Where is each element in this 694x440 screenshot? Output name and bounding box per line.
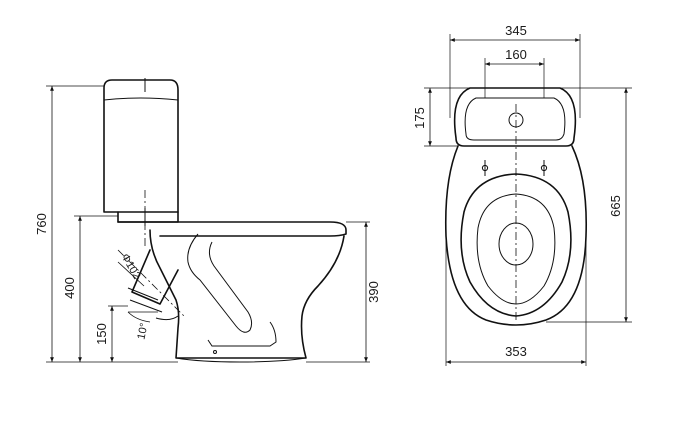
- cistern-tank: [103, 79, 179, 213]
- top-view: 345 160 175 665 353: [412, 23, 632, 366]
- dim-outlet-height: 150: [94, 323, 109, 345]
- dim-tank-depth: 175: [412, 107, 427, 129]
- dim-outlet-angle: 10°: [135, 322, 150, 341]
- seat-rim: [117, 221, 347, 237]
- bowl-top-outer: [444, 145, 588, 326]
- bowl-body: [149, 229, 345, 359]
- dim-total-height: 760: [34, 213, 49, 235]
- trap-channel: [187, 233, 253, 333]
- dim-outlet-diameter: Φ102: [119, 252, 143, 282]
- tank-coupling: [117, 211, 179, 223]
- tank-top-outline: [453, 87, 577, 147]
- cistern-lid-line: [103, 97, 179, 101]
- dim-bowl-height: 400: [62, 277, 77, 299]
- side-view: 760 400 150 Φ102 10° 390: [34, 78, 381, 363]
- dim-overall-length: 665: [608, 195, 623, 217]
- dim-mount-spacing: 160: [505, 47, 527, 62]
- dim-bowl-width: 353: [505, 344, 527, 359]
- bowl-foot: [175, 357, 307, 363]
- dim-rim-height: 390: [366, 281, 381, 303]
- outlet-pipe: [131, 249, 179, 305]
- dim-overall-width: 345: [505, 23, 527, 38]
- tank-top-inner: [464, 97, 566, 141]
